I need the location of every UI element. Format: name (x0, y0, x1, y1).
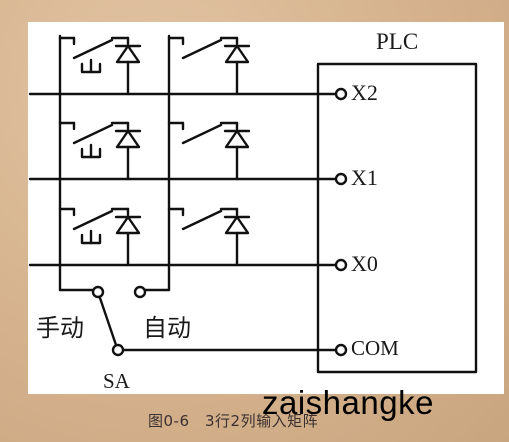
cell-x0-col1 (58, 207, 142, 267)
cell-x2-col1 (58, 36, 142, 96)
auto-contact (133, 285, 147, 299)
switch-blade (181, 209, 223, 231)
switch-blade (72, 38, 114, 60)
figure-caption: 图0-6 3行2列输入矩阵 (148, 412, 319, 430)
diode-icon (224, 129, 250, 149)
diagram-paper (28, 22, 504, 394)
diode-icon (224, 215, 250, 235)
switch-diode-cells (58, 36, 251, 267)
plc-label: PLC (376, 29, 419, 54)
diode-icon (224, 44, 250, 64)
port-label-x2: X2 (351, 80, 378, 105)
port-terminal-x1 (334, 172, 348, 186)
port-terminal-com (334, 343, 348, 357)
plc-box (316, 62, 478, 374)
port-terminal-x0 (334, 258, 348, 272)
port-label-x1: X1 (351, 165, 378, 190)
cell-x0-col2 (167, 207, 251, 267)
cell-x1-col2 (167, 121, 251, 181)
selector-name-label: SA (103, 369, 130, 393)
switch-blade (181, 38, 223, 60)
selector-auto-label: 自动 (143, 314, 191, 342)
diode-icon (115, 129, 141, 149)
cell-x1-col1 (58, 121, 142, 181)
port-terminal-x2 (334, 87, 348, 101)
selector-manual-label: 手动 (36, 314, 84, 342)
switch-blade (181, 123, 223, 145)
watermark-text: zaishangke (262, 384, 434, 421)
port-label-x0: X0 (351, 251, 378, 276)
diode-icon (115, 44, 141, 64)
selector-lever (98, 296, 118, 347)
manual-contact (91, 285, 105, 299)
switch-blade (72, 209, 114, 231)
cell-x2-col2 (167, 36, 251, 96)
switch-blade (72, 123, 114, 145)
port-label-com: COM (351, 336, 399, 360)
diode-icon (115, 215, 141, 235)
selector-pivot (111, 343, 125, 357)
